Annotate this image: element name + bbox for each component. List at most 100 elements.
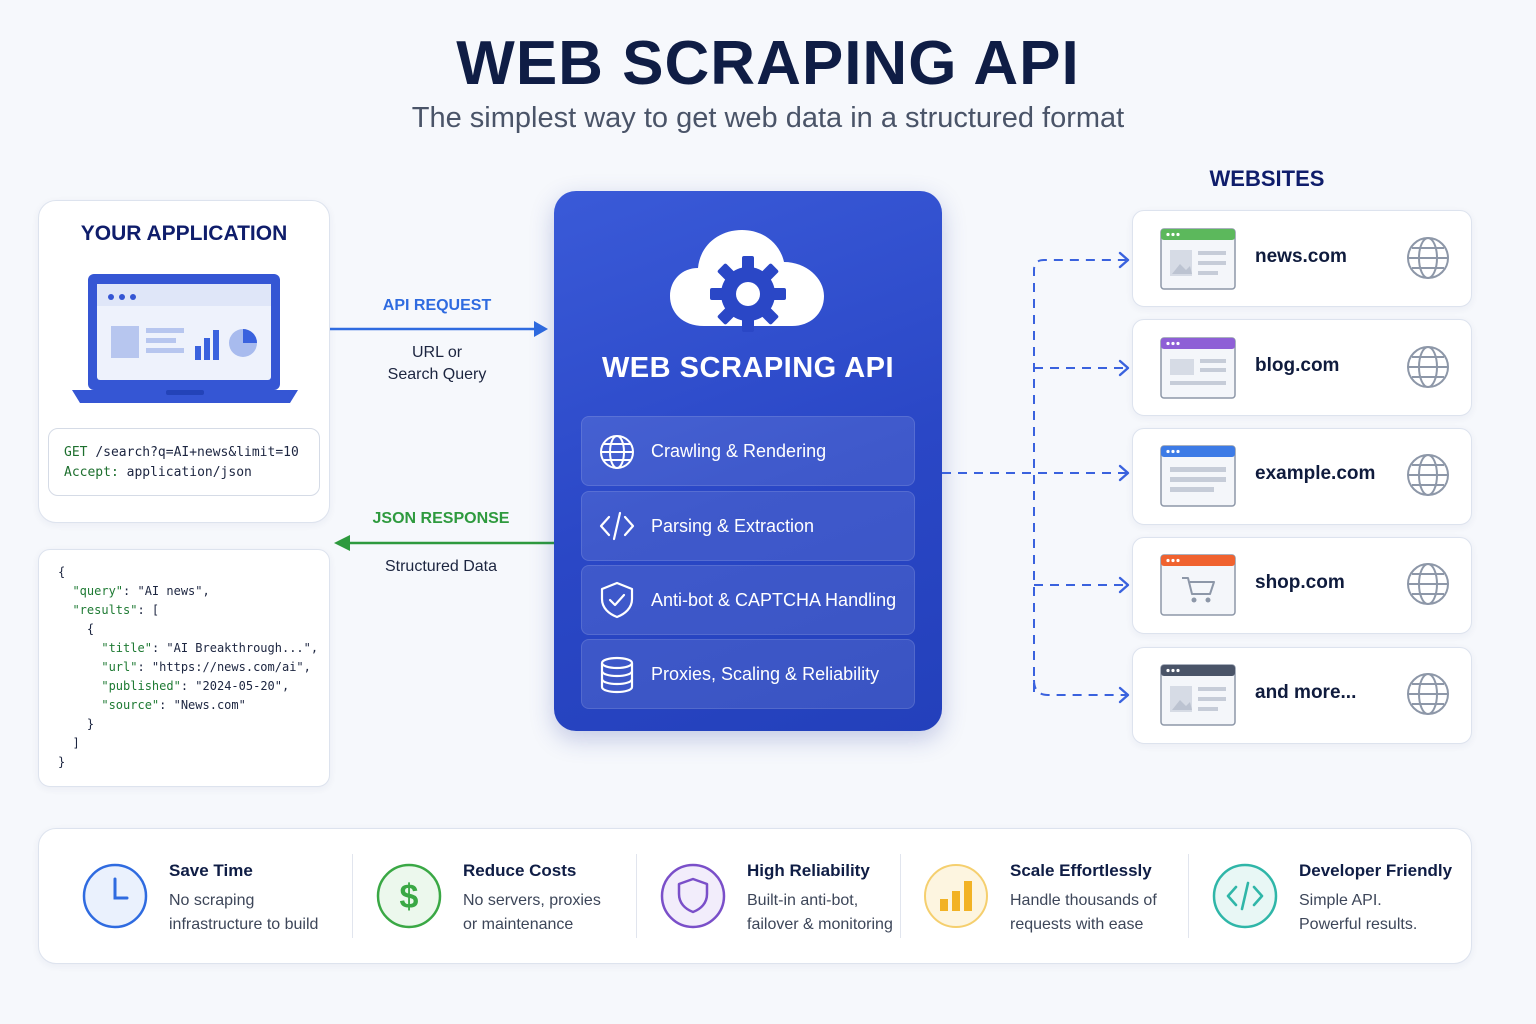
globe-icon xyxy=(1407,237,1449,279)
benefit-desc-reliability: Built-in anti-bot, failover & monitoring xyxy=(747,889,893,937)
benefit-desc-line: Powerful results. xyxy=(1299,916,1418,933)
json-value: ] xyxy=(72,736,80,750)
globe-icon xyxy=(1407,673,1449,715)
json-line: "query": "AI news", xyxy=(58,582,318,601)
feature-label-crawling: Crawling & Rendering xyxy=(651,441,827,461)
benefit-desc-line: failover & monitoring xyxy=(747,916,893,933)
clock-icon xyxy=(82,863,148,929)
json-response-label: JSON RESPONSE xyxy=(372,510,510,527)
benefit-desc-line: or maintenance xyxy=(463,916,574,933)
feature-label-proxies: Proxies, Scaling & Reliability xyxy=(651,664,880,684)
request-path: /search?q=AI+news&limit=10 xyxy=(95,445,299,460)
shield-check-icon xyxy=(600,581,634,619)
benefit-desc-line: Handle thousands of xyxy=(1010,892,1157,909)
json-key: "source" xyxy=(101,698,160,712)
benefit-desc-developer: Simple API. Powerful results. xyxy=(1299,889,1417,937)
application-title: YOUR APPLICATION xyxy=(80,222,288,245)
feature-row-proxies xyxy=(581,639,915,709)
response-arrowhead xyxy=(334,535,350,551)
json-key: "published" xyxy=(101,679,181,693)
json-response-code: { "query": "AI news", "results": [ { "ti… xyxy=(58,563,318,772)
json-value: : [ xyxy=(137,603,160,617)
benefit-desc-line: No scraping xyxy=(169,892,255,909)
json-line: "title": "AI Breakthrough...", xyxy=(58,639,318,658)
json-line: } xyxy=(58,715,318,734)
browser-cart-icon xyxy=(1160,554,1236,616)
globe-icon xyxy=(1407,454,1449,496)
feature-row-crawling xyxy=(581,416,915,486)
benefit-desc-reduce-costs: No servers, proxies or maintenance xyxy=(463,889,601,937)
json-key: "results" xyxy=(72,603,138,617)
website-label-shop: shop.com xyxy=(1255,572,1345,593)
benefit-title-save-time: Save Time xyxy=(169,861,253,880)
request-arrowhead xyxy=(534,321,548,337)
api-request-label: API REQUEST xyxy=(382,297,492,314)
divider xyxy=(1188,854,1189,938)
json-value: { xyxy=(86,622,95,636)
globe-icon xyxy=(600,435,634,469)
json-value: : "2024-05-20", xyxy=(180,679,290,693)
svg-text:$: $ xyxy=(400,878,419,916)
shield-icon xyxy=(660,863,726,929)
feature-label-parsing: Parsing & Extraction xyxy=(651,516,815,536)
json-line: "published": "2024-05-20", xyxy=(58,677,318,696)
json-line: { xyxy=(58,563,318,582)
json-key: "url" xyxy=(101,660,138,674)
divider xyxy=(636,854,637,938)
request-method: GET xyxy=(64,445,88,460)
laptop-icon xyxy=(72,274,298,403)
benefit-title-reduce-costs: Reduce Costs xyxy=(463,861,577,880)
connector-arrows xyxy=(330,321,554,551)
api-request-sub-line2: Search Query xyxy=(387,366,487,383)
benefit-desc-scale: Handle thousands of requests with ease xyxy=(1010,889,1157,937)
website-label-more: and more... xyxy=(1255,682,1357,703)
feature-row-parsing xyxy=(581,491,915,561)
page-title: WEB SCRAPING API xyxy=(456,29,1080,98)
website-label-news: news.com xyxy=(1255,246,1347,267)
page-subtitle: The simplest way to get web data in a st… xyxy=(411,102,1125,134)
json-key: "title" xyxy=(101,641,152,655)
website-label-blog: blog.com xyxy=(1255,355,1340,376)
divider xyxy=(900,854,901,938)
json-line: "source": "News.com" xyxy=(58,696,318,715)
json-line: ] xyxy=(58,734,318,753)
benefit-title-scale: Scale Effortlessly xyxy=(1010,861,1152,880)
benefit-title-developer: Developer Friendly xyxy=(1299,861,1453,880)
json-value: : "AI news", xyxy=(123,584,210,598)
browser-window-icon xyxy=(1160,228,1236,290)
divider xyxy=(352,854,353,938)
database-icon xyxy=(600,656,634,694)
globe-icon xyxy=(1407,563,1449,605)
code-icon xyxy=(1212,863,1278,929)
benefit-desc-line: Simple API. xyxy=(1299,892,1382,909)
globe-icon xyxy=(1407,346,1449,388)
request-header-key: Accept: xyxy=(64,465,119,480)
json-value: } xyxy=(58,755,66,769)
benefit-desc-line: infrastructure to build xyxy=(169,916,319,933)
browser-window-icon xyxy=(1160,337,1236,399)
json-line: "results": [ xyxy=(58,601,318,620)
code-icon xyxy=(599,511,635,541)
json-response-card xyxy=(38,549,330,787)
bar-chart-icon xyxy=(924,864,988,928)
json-line: { xyxy=(58,620,318,639)
benefit-desc-line: requests with ease xyxy=(1010,916,1144,933)
website-label-example: example.com xyxy=(1255,463,1376,484)
browser-window-icon xyxy=(1160,445,1236,507)
browser-window-icon xyxy=(1160,664,1236,726)
json-key: "query" xyxy=(72,584,124,598)
feature-row-antibot xyxy=(581,565,915,635)
dollar-icon: $ xyxy=(376,863,442,929)
json-value: } xyxy=(86,717,95,731)
benefit-desc-save-time: No scraping infrastructure to build xyxy=(169,889,318,937)
cloud-gear-icon xyxy=(670,230,824,332)
websites-title: WEBSITES xyxy=(1209,166,1325,191)
request-code-box: GET /search?q=AI+news&limit=10 Accept: a… xyxy=(48,428,320,496)
api-request-sub: URL or Search Query xyxy=(330,342,544,386)
benefit-title-reliability: High Reliability xyxy=(747,861,870,880)
json-value: { xyxy=(58,565,66,579)
json-response-sub: Structured Data xyxy=(384,558,498,575)
json-line: } xyxy=(58,753,318,772)
json-line: "url": "https://news.com/ai", xyxy=(58,658,318,677)
request-header-value: application/json xyxy=(126,465,252,480)
